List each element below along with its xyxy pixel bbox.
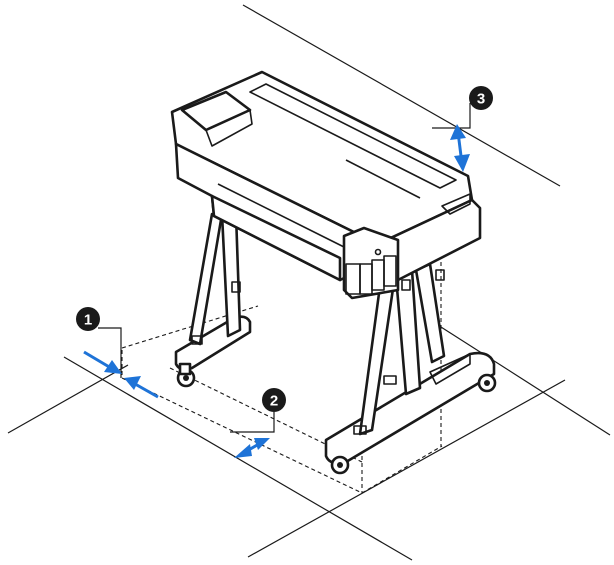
right-rear-leg (396, 270, 420, 394)
callout-3-label: 3 (477, 91, 485, 108)
callout-2-label: 2 (270, 393, 278, 410)
callout-3: 3 (469, 86, 493, 110)
left-front-strut (190, 214, 222, 344)
callout-1: 1 (76, 307, 100, 331)
printer-body (172, 72, 480, 298)
callout-2: 2 (262, 388, 286, 412)
footprint-dashed (122, 262, 442, 493)
arrow-2-clearance (234, 438, 270, 458)
left-rear-leg (222, 214, 240, 336)
leader-2 (230, 412, 274, 432)
floor-line-left-upper (8, 365, 128, 433)
arrow-3-clearance (450, 124, 470, 172)
floor-line-front (64, 357, 412, 560)
leg-bracket-1 (384, 376, 396, 384)
callout-1-label: 1 (84, 312, 92, 329)
reference-lines (8, 5, 610, 560)
ink-tank-unit (344, 228, 398, 298)
leg-bracket-6 (436, 270, 444, 280)
right-back-strut (416, 264, 444, 362)
